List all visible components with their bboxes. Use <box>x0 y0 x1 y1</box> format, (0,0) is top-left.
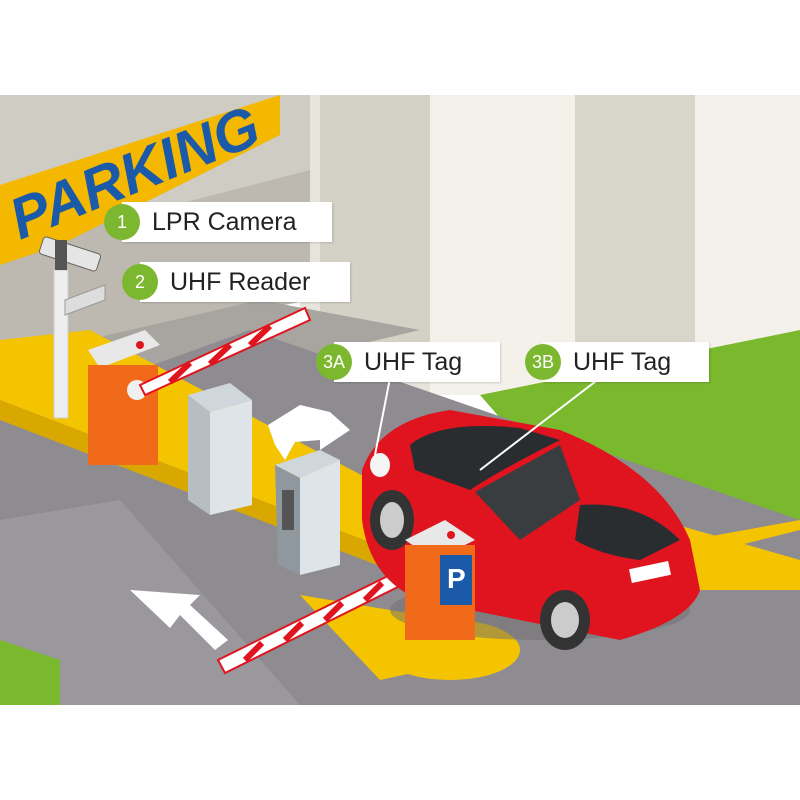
callout-uhf-tag-3a: 3A UHF Tag <box>316 342 500 382</box>
entry-barrier-booth <box>88 330 160 465</box>
callout-label: UHF Tag <box>364 347 463 376</box>
parking-p-icon <box>440 555 472 605</box>
right-curb-edge <box>690 520 800 555</box>
booth-sign-text: P <box>447 563 466 594</box>
camera-pole <box>53 269 69 419</box>
cctv-camera-icon <box>38 236 102 272</box>
grass-strip <box>0 640 60 705</box>
callout-uhf-tag-3b: 3B UHF Tag <box>525 342 709 382</box>
badge-3b: 3B <box>525 344 561 380</box>
uhf-reader-icon <box>64 284 106 316</box>
direction-arrow-icon <box>268 405 350 460</box>
exit-barrier-booth: P <box>405 520 475 640</box>
leader-line-3a <box>374 377 391 456</box>
parking-sign-band <box>0 95 280 265</box>
payment-kiosk <box>275 450 340 575</box>
callout-label: LPR Camera <box>152 207 297 236</box>
badge-1: 1 <box>104 204 140 240</box>
callout-label: UHF Reader <box>170 267 311 296</box>
entry-barrier-arm <box>138 306 312 397</box>
leader-line-3b <box>479 377 601 471</box>
badge-2: 2 <box>122 264 158 300</box>
callout-uhf-reader: 2 UHF Reader <box>122 262 350 302</box>
callout-label: UHF Tag <box>573 347 672 376</box>
badge-3a: 3A <box>316 344 352 380</box>
direction-arrow-icon <box>130 590 228 650</box>
ticket-machine <box>188 383 252 515</box>
callout-lpr-camera: 1 LPR Camera <box>104 202 332 242</box>
